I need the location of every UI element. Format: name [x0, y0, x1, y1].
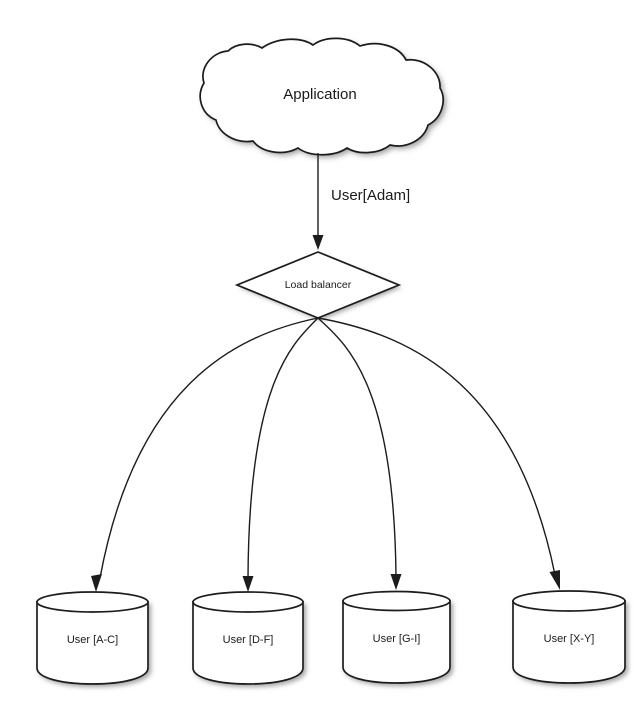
cylinder-top-3	[512, 590, 626, 612]
edge-application-to-load-balancer: User[Adam]	[312, 153, 410, 250]
database-label-3: User [X-Y]	[544, 633, 595, 645]
node-load-balancer[interactable]: Load balancer	[234, 251, 402, 319]
cloud-outline	[199, 37, 444, 156]
edge-lb-to-db-3	[317, 317, 560, 590]
edge-curve-db-2	[317, 317, 397, 577]
cylinder-top-2	[342, 590, 451, 612]
database-label-0: User [A-C]	[67, 634, 118, 646]
node-database-1[interactable]: User [D-F]	[192, 591, 304, 685]
node-database-2[interactable]: User [G-I]	[342, 590, 451, 684]
database-label-2: User [G-I]	[373, 633, 421, 645]
arrow-head-app-lb	[312, 235, 324, 250]
node-application[interactable]: Application	[199, 37, 444, 156]
arrow-head-db-0	[91, 574, 102, 592]
cylinder-top-1	[192, 591, 304, 613]
edge-lb-to-db-1	[242, 317, 319, 592]
edge-curve-db-3	[317, 317, 556, 576]
arrow-head-db-2	[390, 574, 402, 590]
arrow-head-db-3	[549, 570, 560, 590]
node-database-0[interactable]: User [A-C]	[36, 591, 149, 685]
cylinder-body-2	[342, 600, 451, 684]
cylinder-body-1	[192, 601, 304, 685]
edge-lb-to-db-2	[317, 317, 402, 590]
edge-lb-to-db-0	[91, 317, 319, 592]
edge-curve-db-1	[247, 317, 319, 579]
cylinder-body-3	[512, 600, 626, 684]
cylinder-top-0	[36, 591, 149, 613]
cylinder-body-0	[36, 601, 149, 685]
database-label-1: User [D-F]	[223, 634, 274, 646]
edge-label-user-adam: User[Adam]	[331, 187, 410, 204]
load-balancer-label: Load balancer	[285, 279, 352, 291]
cloud-shape	[200, 38, 444, 155]
application-label: Application	[283, 86, 356, 103]
edge-curve-db-0	[99, 317, 319, 579]
arrow-head-db-1	[242, 576, 254, 592]
node-database-3[interactable]: User [X-Y]	[512, 590, 626, 684]
